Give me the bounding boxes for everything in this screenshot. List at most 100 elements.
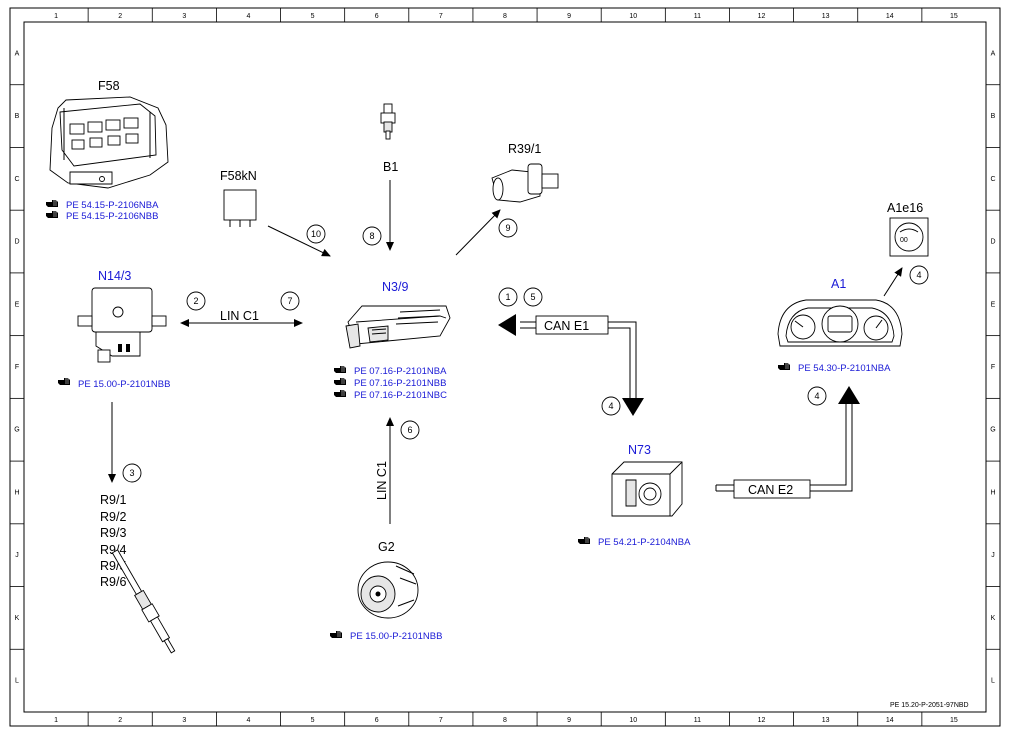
marker-circle [306,224,326,244]
b1-sensor: B1 [380,103,398,174]
f58-bolt [99,176,105,182]
grid-column-label: 11 [694,13,701,20]
grid-column-label: 2 [118,717,122,724]
can-e1-bus: CAN E1 [498,314,644,416]
f58-bracket [69,171,113,185]
grid-row-label: C [990,176,995,183]
n39-ref-2[interactable]: PE 07.16-P-2101NBB [354,378,446,389]
grid-row-label: J [15,552,19,559]
pointing-hand-icon [577,536,591,545]
f58-fuse-box: F58 PE 54.15-P-2106NBA PE 54.15-P-2106NB… [45,79,169,222]
pointing-hand-icon [57,377,71,386]
f58kn-relay: F58kN [220,169,257,227]
a1-center-screen [827,315,853,333]
grid-row-label: J [991,552,995,559]
n39-label: N3/9 [382,280,408,294]
marker-circle [909,265,929,285]
grid-column-label: 2 [118,13,122,20]
grid-column-label: 7 [439,13,443,20]
r9-label-3: R9/3 [100,526,126,540]
f58-inner-panel [59,103,157,167]
n39-ref-1[interactable]: PE 07.16-P-2101NBA [354,366,447,377]
marker-number: 6 [407,425,412,435]
b1-thread [383,121,393,133]
can-e2-bus: CAN E2 [715,386,860,499]
glow-plug-coil-icon [899,228,919,233]
f58-fuse-slot [71,139,85,150]
r39-connector [541,173,559,189]
f58-fuse-slot [105,119,121,131]
pointing-hand-icon [333,365,347,374]
arrow-f58kn-to-n39 [267,225,331,257]
a1-right-needle [875,319,883,329]
b1-connector [383,103,393,115]
grid-row-label: H [990,489,995,496]
can-e1-label-box [535,315,609,335]
marker-circle [122,463,142,483]
grid-row-label: C [14,176,19,183]
grid-column-label: 6 [375,717,379,724]
grid-column-label: 8 [503,13,507,20]
arrow-n39-to-r39 [455,209,501,256]
glow-plug-drawing [111,549,176,654]
marker-3: 3 [122,463,142,483]
a1-ref[interactable]: PE 54.30-P-2101NBA [798,363,891,374]
a1e16-indicator: A1e16 00 [887,201,929,257]
n39-connector-detail [371,328,387,331]
n39-connector-detail [371,332,387,335]
marker-circle [186,291,206,311]
grid-column-label: 1 [54,13,58,20]
marker-circle [362,226,382,246]
f58-ref-2[interactable]: PE 54.15-P-2106NBB [66,211,158,222]
n73-housing-edges [612,461,683,516]
grid-column-label: 9 [567,13,571,20]
marker-number: 4 [608,401,613,411]
r9-label-2: R9/2 [100,510,126,524]
marker-number: 10 [311,229,321,239]
marker-2: 2 [186,291,206,311]
a1e16-label: A1e16 [887,201,923,215]
grid-row-label: H [14,489,19,496]
r39-component: R39/1 [491,142,559,203]
n39-rib [399,309,441,313]
grid-row-label: G [990,427,995,434]
n73-ignition-switch: N73 PE 54.21-P-2104NBA [577,443,691,548]
grid-column-label: 7 [439,717,443,724]
marker-4-can: 4 [601,396,621,416]
marker-number: 9 [505,223,510,233]
marker-number: 3 [129,468,134,478]
marker-number: 7 [287,296,292,306]
marker-number: 8 [369,231,374,241]
grid-row-label: K [991,615,996,622]
pointing-hand-icon [333,377,347,386]
grid-column-label: 15 [950,13,958,20]
f58-fuse-slot [125,133,139,144]
marker-6: 6 [400,420,420,440]
n39-ref-3[interactable]: PE 07.16-P-2101NBC [354,390,447,401]
marker-circle [523,287,543,307]
g2-ref[interactable]: PE 15.00-P-2101NBB [350,631,442,642]
marker-number: 1 [505,292,510,302]
n73-ref[interactable]: PE 54.21-P-2104NBA [598,537,691,548]
pointing-hand-icon [777,362,791,371]
b1-tip [385,130,391,140]
grid-column-label: 1 [54,717,58,724]
f58-ref-1[interactable]: PE 54.15-P-2106NBA [66,200,159,211]
r9-label-1: R9/1 [100,493,126,507]
inner-frame [23,21,987,713]
n14-ref[interactable]: PE 15.00-P-2101NBB [78,379,170,390]
lin-c1-vertical-label: LIN C1 [375,461,389,500]
g2-label: G2 [378,540,395,554]
grid-column-label: 6 [375,13,379,20]
marker-4-a1: 4 [807,386,827,406]
n14-center-bolt [112,306,124,318]
n14-mount-left [77,315,93,327]
n39-rib [395,321,439,325]
lin-c1-horizontal-label: LIN C1 [220,309,259,323]
marker-1: 1 [498,287,518,307]
marker-10: 10 [306,224,326,244]
grid-column-label: 5 [311,13,315,20]
grid-column-label: 13 [822,717,830,724]
